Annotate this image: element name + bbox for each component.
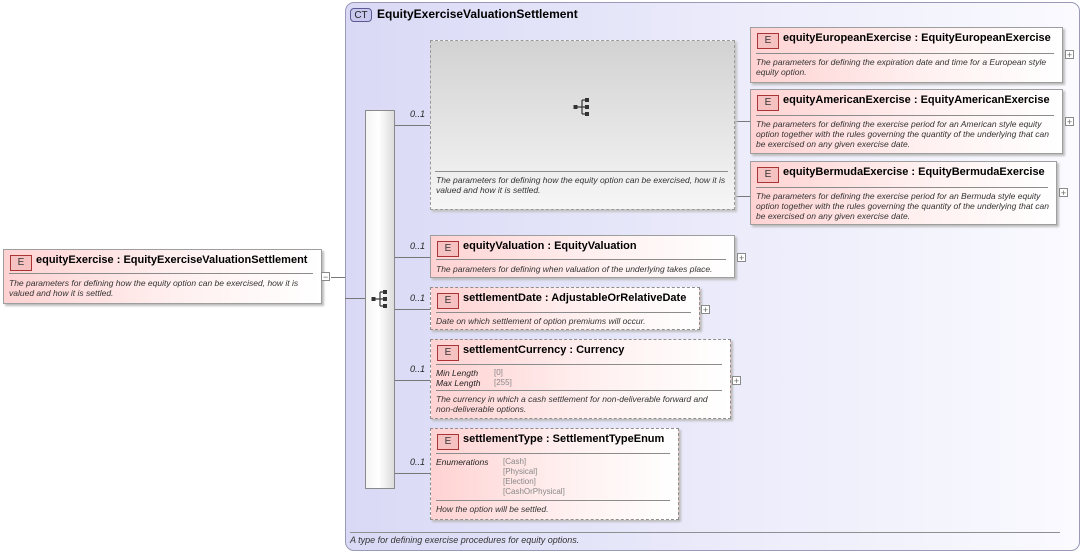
- element-separator: [436, 453, 670, 454]
- root-element-title: equityExercise : EquityExerciseValuation…: [36, 254, 308, 266]
- expand-toggle[interactable]: +: [1059, 188, 1068, 198]
- connector-equity-valuation: [395, 257, 430, 258]
- choice-icon: [573, 98, 589, 116]
- element-separator: [436, 259, 726, 260]
- collapse-toggle[interactable]: −: [321, 272, 330, 282]
- cardinality-label: 0..1: [410, 293, 426, 303]
- expand-toggle[interactable]: +: [732, 376, 741, 386]
- connector-european: [735, 121, 750, 122]
- complex-type-title: EquityExerciseValuationSettlement: [377, 7, 578, 21]
- element-badge: E: [10, 255, 32, 271]
- connector-settlement-type: [395, 473, 430, 474]
- enumeration-value: [Cash]: [503, 457, 527, 466]
- enumeration-value: [Election]: [503, 477, 536, 486]
- expand-toggle[interactable]: +: [1065, 50, 1074, 60]
- element-separator: [756, 53, 1054, 54]
- complex-type-badge: CT: [350, 8, 372, 22]
- choice-compositor: The parameters for defining how the equi…: [430, 40, 735, 210]
- element-box-settlement-date[interactable]: E settlementDate : AdjustableOrRelativeD…: [430, 287, 700, 330]
- element-title: settlementCurrency : Currency: [463, 344, 625, 356]
- element-separator: [756, 115, 1054, 116]
- element-title: settlementDate : AdjustableOrRelativeDat…: [463, 292, 687, 304]
- element-badge: E: [437, 345, 459, 361]
- element-separator: [436, 390, 722, 391]
- element-separator: [436, 312, 691, 313]
- choice-doc: The parameters for defining how the equi…: [436, 175, 726, 195]
- connector-bermuda: [735, 196, 750, 197]
- element-box-equity-bermuda-exercise[interactable]: E equityBermudaExercise : EquityBermudaE…: [750, 161, 1057, 225]
- cardinality-label: 0..1: [410, 241, 426, 251]
- element-separator: [9, 273, 313, 274]
- expand-toggle[interactable]: +: [737, 253, 746, 263]
- element-doc: The parameters for defining the exercise…: [756, 191, 1049, 221]
- complex-type-doc: A type for defining exercise procedures …: [350, 535, 580, 545]
- element-doc: The parameters for defining when valuati…: [436, 264, 713, 274]
- element-title: equityEuropeanExercise : EquityEuropeanE…: [783, 32, 1051, 44]
- sequence-icon: [371, 290, 387, 308]
- element-badge: E: [757, 167, 779, 183]
- element-title: equityAmericanExercise : EquityAmericanE…: [783, 94, 1050, 106]
- enumerations-label: Enumerations: [436, 457, 489, 467]
- connector-choice-spine: [735, 121, 736, 197]
- element-doc: The currency in which a cash settlement …: [436, 394, 708, 414]
- expand-toggle[interactable]: +: [701, 305, 710, 315]
- root-connector: [331, 277, 345, 278]
- cardinality-label: 0..1: [410, 109, 426, 119]
- element-title: equityBermudaExercise : EquityBermudaExe…: [783, 166, 1045, 178]
- complex-type-separator: [350, 532, 1060, 533]
- connector-choice: [395, 125, 430, 126]
- element-doc: The parameters for defining the exercise…: [756, 119, 1049, 149]
- element-doc: The parameters for defining the expirati…: [756, 57, 1047, 77]
- element-box-equity-european-exercise[interactable]: E equityEuropeanExercise : EquityEuropea…: [750, 27, 1063, 83]
- element-box-equity-valuation[interactable]: E equityValuation : EquityValuation The …: [430, 235, 735, 278]
- element-badge: E: [437, 434, 459, 450]
- ct-to-sequence-connector: [345, 298, 365, 299]
- facet-label: Max Length: [436, 378, 481, 388]
- element-separator: [436, 364, 722, 365]
- root-element-doc: The parameters for defining how the equi…: [9, 278, 299, 298]
- enumeration-value: [CashOrPhysical]: [503, 487, 565, 496]
- enumeration-value: [Physical]: [503, 467, 538, 476]
- expand-toggle[interactable]: +: [1065, 117, 1074, 127]
- element-badge: E: [757, 33, 779, 49]
- cardinality-label: 0..1: [410, 364, 426, 374]
- element-separator: [436, 500, 670, 501]
- element-box-equity-american-exercise[interactable]: E equityAmericanExercise : EquityAmerica…: [750, 89, 1063, 154]
- cardinality-label: 0..1: [410, 457, 426, 467]
- connector-settlement-currency: [395, 380, 430, 381]
- element-title: settlementType : SettlementTypeEnum: [463, 433, 665, 445]
- element-box-settlement-currency[interactable]: E settlementCurrency : Currency Min Leng…: [430, 339, 731, 419]
- element-separator: [756, 187, 1048, 188]
- element-doc: How the option will be settled.: [436, 504, 549, 514]
- facet-label: Min Length: [436, 368, 479, 378]
- element-box-settlement-type[interactable]: E settlementType : SettlementTypeEnum En…: [430, 428, 679, 520]
- element-badge: E: [437, 293, 459, 309]
- facet-value: [0]: [494, 368, 503, 377]
- element-title: equityValuation : EquityValuation: [463, 240, 637, 252]
- element-doc: Date on which settlement of option premi…: [436, 316, 646, 326]
- root-element-box[interactable]: E equityExercise : EquityExerciseValuati…: [3, 249, 322, 304]
- facet-value: [255]: [494, 378, 512, 387]
- choice-separator: [435, 171, 728, 172]
- connector-settlement-date: [395, 309, 430, 310]
- element-badge: E: [437, 241, 459, 257]
- element-badge: E: [757, 95, 779, 111]
